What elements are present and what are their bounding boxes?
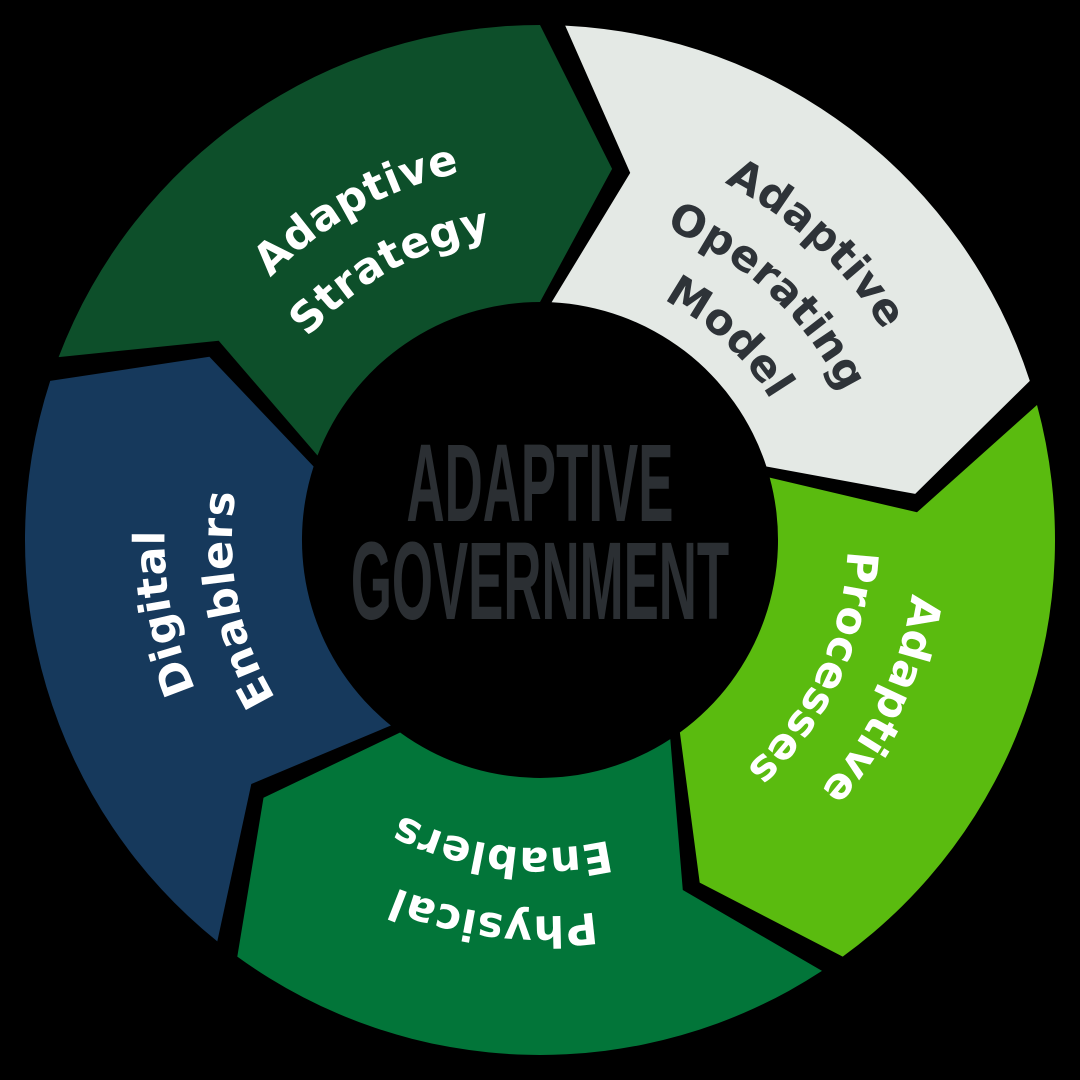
center-title-line-2: GOVERNMENT <box>351 521 729 643</box>
segment-adaptive-strategy <box>58 25 613 456</box>
ring-segments: AdaptiveStrategyAdaptiveOperatingModelAd… <box>24 25 1055 1055</box>
segment-adaptive-processes <box>679 405 1055 957</box>
segment-physical-enablers <box>237 732 823 1055</box>
center-title: ADAPTIVE GOVERNMENT <box>351 423 729 643</box>
segment-digital-enablers <box>24 356 391 942</box>
center-title-line-1: ADAPTIVE <box>407 423 674 545</box>
segment-adaptive-operating-model <box>551 25 1030 494</box>
